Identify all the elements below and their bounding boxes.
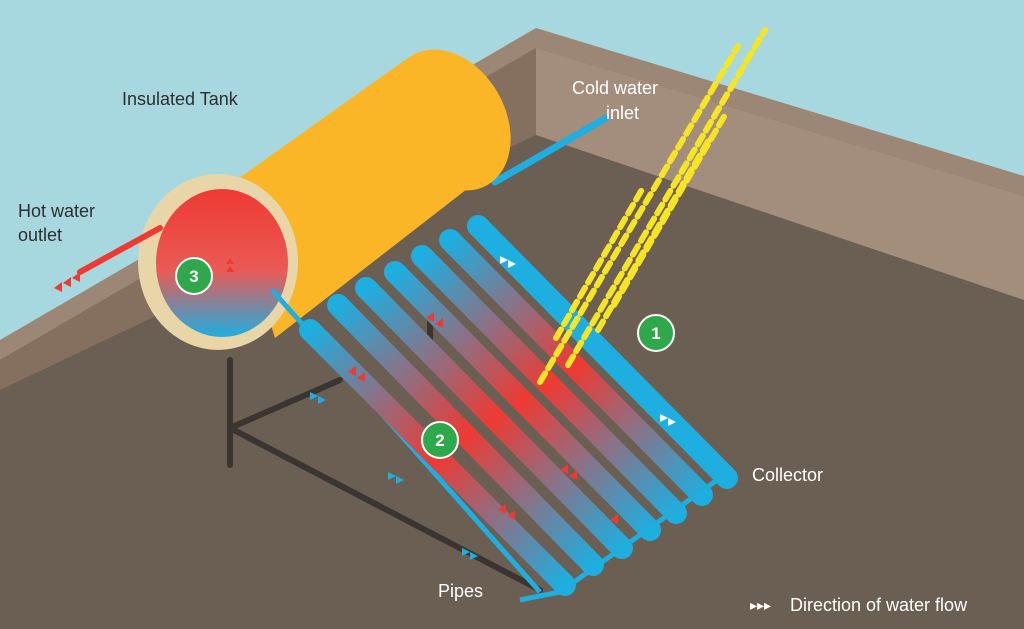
svg-text:3: 3 <box>189 267 198 286</box>
insulated-tank-label: Insulated Tank <box>122 89 238 109</box>
sun-ray <box>611 112 728 308</box>
svg-text:2: 2 <box>435 431 444 450</box>
sun-rays <box>537 27 768 385</box>
cold-water-inlet-label-line2: inlet <box>606 103 640 123</box>
collector-tube <box>327 294 604 576</box>
collector-tube <box>439 229 713 506</box>
badge-3: 3 <box>175 257 213 295</box>
pipes-label: Pipes <box>438 581 484 601</box>
tank-flow-arrows <box>226 258 234 272</box>
legend-symbol: ▸▸▸ <box>750 597 772 613</box>
svg-text:1: 1 <box>651 324 660 343</box>
sun-ray <box>565 27 768 368</box>
back-wall-face <box>536 48 1024 300</box>
legend-label: Direction of water flow <box>790 595 968 615</box>
cold-flow-arrows <box>500 256 676 426</box>
badge-2: 2 <box>421 421 459 459</box>
hot-water-outlet-label-line2: outlet <box>18 225 63 245</box>
collector-tube <box>355 277 633 559</box>
sun-ray <box>553 183 647 341</box>
hot-outlet-flow-arrows <box>54 272 80 292</box>
cold-water-inlet-pipe <box>491 114 610 186</box>
collector-tube <box>411 245 687 524</box>
tank-interior <box>156 189 288 337</box>
pipe-flow-arrows <box>310 392 478 560</box>
collector-tube <box>384 261 661 541</box>
collector-tube <box>467 215 738 489</box>
insulated-tank <box>138 49 511 350</box>
cold-water-inlet-label-line1: Cold water <box>572 78 659 98</box>
badge-1: 1 <box>637 314 675 352</box>
sun-ray <box>537 43 741 385</box>
hot-water-outlet-label-line1: Hot water <box>18 201 96 221</box>
hot-water-outlet-pipe <box>77 225 163 275</box>
collector-label: Collector <box>752 465 824 485</box>
